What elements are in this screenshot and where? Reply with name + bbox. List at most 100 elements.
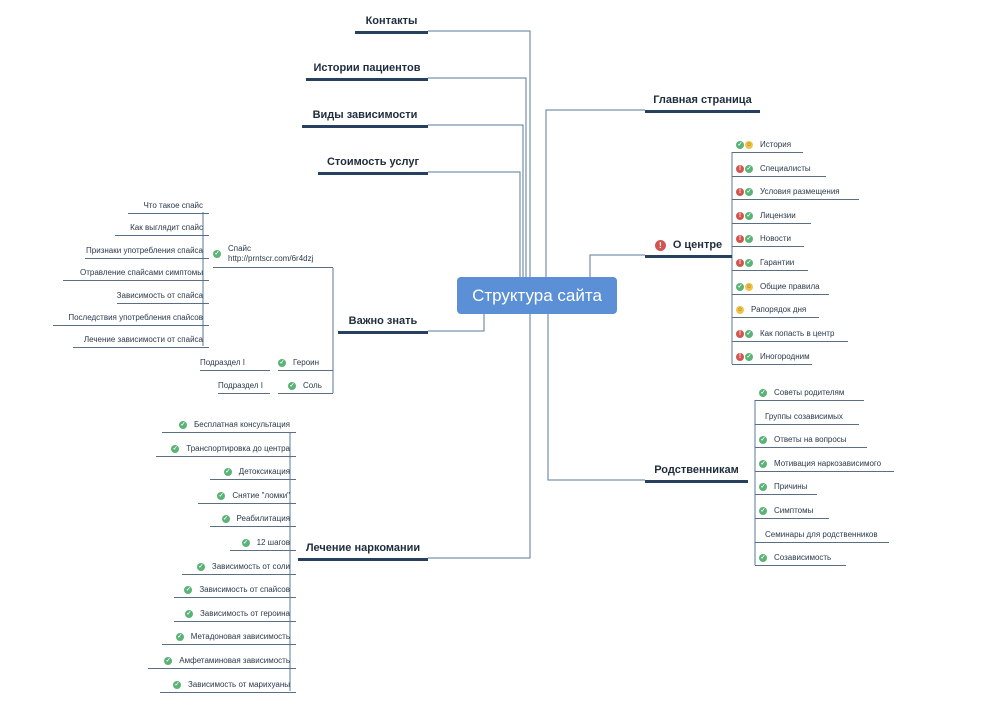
check-icon: ✓ (745, 353, 753, 362)
check-icon: ✓ (759, 389, 767, 397)
spice-item-label: Последствия употребления спайсов (68, 313, 203, 322)
check-icon: ✓ (288, 382, 296, 390)
treatment-item-label: Амфетаминовая зависимость (179, 656, 290, 665)
check-icon: ✓ (759, 459, 767, 468)
smiley-icon: ☺ (745, 141, 753, 149)
treatment-item[interactable]: ✓Амфетаминовая зависимость (148, 649, 296, 669)
node-contacts[interactable]: Контакты (355, 7, 428, 34)
spice-link[interactable]: http://prntscr.com/6r4dzj (228, 254, 314, 263)
treatment-item[interactable]: ✓ Зависимость от спайсов (174, 578, 296, 599)
check-icon: ✓ (172, 680, 181, 689)
node-heroin-subsection[interactable]: Подраздел I (200, 351, 270, 371)
treatment-item[interactable]: ✓Детоксикация (210, 460, 296, 481)
relatives-item[interactable]: ✓Симптомы (755, 499, 829, 519)
node-relatives[interactable]: Родственникам (645, 456, 748, 483)
heroin-label: Героин (293, 358, 320, 367)
spice-item[interactable]: Последствия употребления спайсов (53, 306, 209, 326)
relatives-item[interactable]: Семинары для родственников (755, 523, 889, 543)
check-icon: ✓ (184, 586, 193, 595)
relatives-item[interactable]: ✓Советы родителям (755, 381, 864, 401)
about-item[interactable]: ✓☺История (732, 133, 803, 153)
node-patient-stories[interactable]: Истории пациентов (306, 54, 428, 81)
check-icon: ✓ (221, 515, 230, 524)
about-item[interactable]: !✓Новости (732, 227, 804, 248)
treatment-item[interactable]: ✓Снятие "ломки" (198, 484, 296, 504)
about-item-label: Специалисты (760, 163, 811, 173)
spice-item[interactable]: Отравление спайсами симптомы (63, 261, 209, 282)
node-cost[interactable]: Стоимость услуг (318, 148, 428, 175)
spice-item-label: Что такое спайс (143, 201, 203, 210)
relatives-item[interactable]: ✓Созависимость (755, 546, 846, 567)
spice-item[interactable]: Лечение зависимости от спайса (73, 328, 209, 349)
check-icon: ✓ (745, 211, 753, 220)
central-topic[interactable]: Структура сайта (457, 277, 617, 314)
treatment-item[interactable]: ✓Зависимость от соли (182, 555, 296, 575)
relatives-item-label: Симптомы (774, 506, 814, 515)
check-icon: ✓ (171, 444, 180, 453)
treatment-item-label: Зависимость от спайсов (199, 585, 290, 595)
node-important[interactable]: Важно знать (338, 307, 428, 334)
about-item[interactable]: !✓Условия размещения (732, 180, 859, 201)
spice-item[interactable]: Признаки употребления спайса (85, 239, 209, 259)
relatives-item[interactable]: Группы созависимых (755, 405, 859, 425)
spice-item[interactable]: Что такое спайс (128, 194, 209, 214)
spice-item[interactable]: Как выглядит спайс (115, 216, 209, 237)
check-icon: ✓ (278, 359, 286, 367)
check-icon: ✓ (759, 483, 767, 492)
check-icon: ✓ (241, 539, 250, 547)
check-icon: ✓ (759, 436, 767, 445)
node-heroin[interactable]: ✓ Героин (278, 351, 333, 371)
relatives-item-label: Мотивация наркозависимого (774, 458, 882, 468)
check-icon: ✓ (223, 468, 232, 477)
node-about[interactable]: ! О центре (645, 231, 732, 258)
treatment-item[interactable]: ✓ 12 шагов (230, 531, 296, 551)
connector-contacts (428, 30, 531, 277)
smiley-icon: ☺ (745, 282, 753, 291)
about-item[interactable]: !✓Специалисты (732, 157, 826, 177)
warning-icon: ! (736, 235, 744, 244)
about-item[interactable]: !✓Иногородним (732, 345, 812, 366)
node-addiction-types[interactable]: Виды зависимости (302, 101, 428, 128)
spice-item[interactable]: Зависимость от спайса (117, 284, 209, 304)
relatives-item[interactable]: ✓Ответы на вопросы (755, 428, 867, 449)
about-item-label: История (760, 140, 792, 149)
node-home[interactable]: Главная страница (645, 86, 760, 113)
spice-item-label: Как выглядит спайс (130, 223, 203, 233)
relatives-item[interactable]: ✓Причины (755, 475, 817, 496)
about-item-label: Лицензии (760, 210, 796, 220)
treatment-item[interactable]: ✓ Транспортировка до центра (156, 437, 296, 457)
warning-icon: ! (736, 164, 744, 173)
about-item-label: Условия размещения (760, 187, 840, 197)
about-item[interactable]: ✓☺Общие правила (732, 275, 829, 295)
treatment-item-label: Зависимость от героина (199, 608, 290, 618)
connector-types (428, 124, 524, 277)
treatment-item[interactable]: ✓Зависимость от марихуаны (160, 673, 296, 693)
smiley-icon: ☺ (736, 306, 744, 315)
treatment-item-label: 12 шагов (256, 538, 290, 547)
treatment-item-label: Бесплатная консультация (194, 420, 290, 429)
about-item[interactable]: !✓Как попасть в центр (732, 322, 848, 342)
connector-cost (428, 171, 521, 277)
check-icon: ✓ (175, 633, 184, 642)
about-item[interactable]: !✓Лицензии (732, 204, 811, 224)
warning-icon: ! (654, 240, 666, 251)
check-icon: ✓ (196, 562, 205, 571)
treatment-item[interactable]: ✓Зависимость от героина (174, 602, 296, 622)
node-salt[interactable]: ✓Соль (278, 374, 333, 394)
check-icon: ✓ (213, 250, 221, 258)
node-salt-subsection[interactable]: Подраздел I (218, 374, 270, 394)
about-item[interactable]: !✓Гарантии (732, 251, 808, 271)
treatment-item[interactable]: ✓Бесплатная консультация (162, 413, 296, 433)
treatment-item[interactable]: ✓Метадоновая зависимость (162, 625, 296, 646)
treatment-item-label: Снятие "ломки" (232, 490, 290, 500)
treatment-item[interactable]: ✓Реабилитация (210, 507, 296, 528)
treatment-item-label: Транспортировка до центра (186, 443, 290, 453)
relatives-item[interactable]: ✓ Мотивация наркозависимого (755, 452, 894, 472)
spice-item-label: Отравление спайсами симптомы (80, 268, 203, 278)
connector-home (545, 109, 645, 277)
about-item[interactable]: ☺Рапорядок дня (732, 298, 819, 319)
node-treatment[interactable]: Лечение наркомании (298, 534, 428, 561)
